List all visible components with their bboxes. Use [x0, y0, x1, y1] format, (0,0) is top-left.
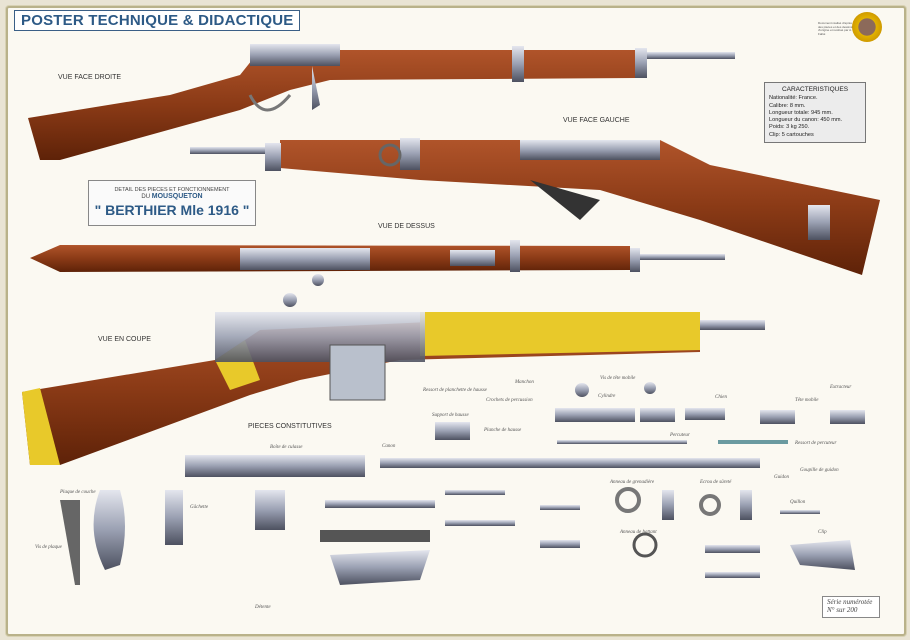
- part-label: Ecrou de sûreté: [700, 480, 732, 485]
- part-label: Extracteur: [830, 385, 852, 390]
- characteristic-row: Nationalité: France.: [769, 95, 818, 102]
- detail-line2: DU MOUSQUETON: [89, 193, 255, 200]
- series-line2: N° sur 200: [827, 606, 858, 614]
- part-label: Boîte de culasse: [270, 445, 303, 450]
- label-top-view: VUE DE DESSUS: [378, 223, 435, 230]
- series-line1: Série numérotée: [827, 598, 873, 606]
- part-label: Vis de plaque: [35, 545, 62, 550]
- part-label: Ressort de planchette de hausse: [423, 388, 487, 393]
- model-detail-box: DETAIL DES PIECES ET FONCTIONNEMENT DU M…: [88, 180, 256, 226]
- detail-line1: DETAIL DES PIECES ET FONCTIONNEMENT: [114, 187, 230, 193]
- part-label: Goupille de guidon: [800, 468, 839, 473]
- part-label: Quillon: [790, 500, 806, 505]
- rifle-section-view: [22, 293, 765, 465]
- part-label: Vis de tête mobile: [600, 376, 636, 381]
- publisher-logo: [852, 12, 882, 42]
- rifle-left-view: [190, 138, 880, 275]
- characteristic-row: Poids: 3 kg 250.: [769, 124, 810, 131]
- part-label: Gâchette: [190, 505, 209, 510]
- part-label: Crochets de percussion: [486, 398, 533, 403]
- series-number-box: Série numérotée N° sur 200: [822, 596, 880, 618]
- part-label: Percuteur: [670, 433, 690, 438]
- logo-caption: Document réalisé d'après des pièces et d…: [818, 21, 853, 36]
- label-left-view: VUE FACE GAUCHE: [563, 117, 630, 124]
- parts-illustrations: [60, 382, 865, 585]
- part-label: Anneau de grenadière: [610, 480, 655, 485]
- part-label: Détente: [255, 605, 271, 610]
- part-label: Ressort de percuteur: [795, 441, 837, 446]
- detail-prefix: DU: [141, 194, 151, 200]
- characteristic-row: Clip: 5 cartouches: [769, 131, 814, 138]
- part-label: Anneau de battant: [620, 530, 657, 535]
- characteristics-heading: CARACTERISTIQUES: [781, 86, 849, 93]
- part-label: Tête mobile: [795, 398, 819, 403]
- part-label: Clip: [818, 530, 827, 535]
- part-label: Cylindre: [598, 394, 616, 399]
- rifle-right-view: [28, 44, 735, 160]
- characteristic-row: Longueur du canon: 450 mm.: [769, 117, 843, 124]
- part-label: Support de hausse: [432, 413, 469, 418]
- part-label: Planche de hausse: [484, 428, 522, 433]
- part-label: Plaque de couche: [60, 490, 96, 495]
- rifle-top-view: [30, 240, 725, 286]
- part-label: Guidon: [774, 475, 789, 480]
- label-parts: PIECES CONSTITUTIVES: [248, 423, 332, 430]
- poster-title: POSTER TECHNIQUE & DIDACTIQUE: [14, 10, 301, 31]
- detail-name: MOUSQUETON: [151, 193, 203, 200]
- characteristics-box: CARACTERISTIQUES Nationalité: France. Ca…: [764, 82, 866, 144]
- part-label: Chien: [715, 395, 727, 400]
- label-section-view: VUE EN COUPE: [98, 336, 151, 343]
- label-right-view: VUE FACE DROITE: [58, 74, 122, 81]
- part-label: Manchon: [515, 380, 534, 385]
- characteristic-row: Longueur totale: 945 mm.: [769, 109, 833, 116]
- part-label: Canon: [382, 444, 396, 449]
- characteristic-row: Calibre: 8 mm.: [769, 102, 806, 109]
- model-name: " BERTHIER Mle 1916 ": [94, 202, 250, 218]
